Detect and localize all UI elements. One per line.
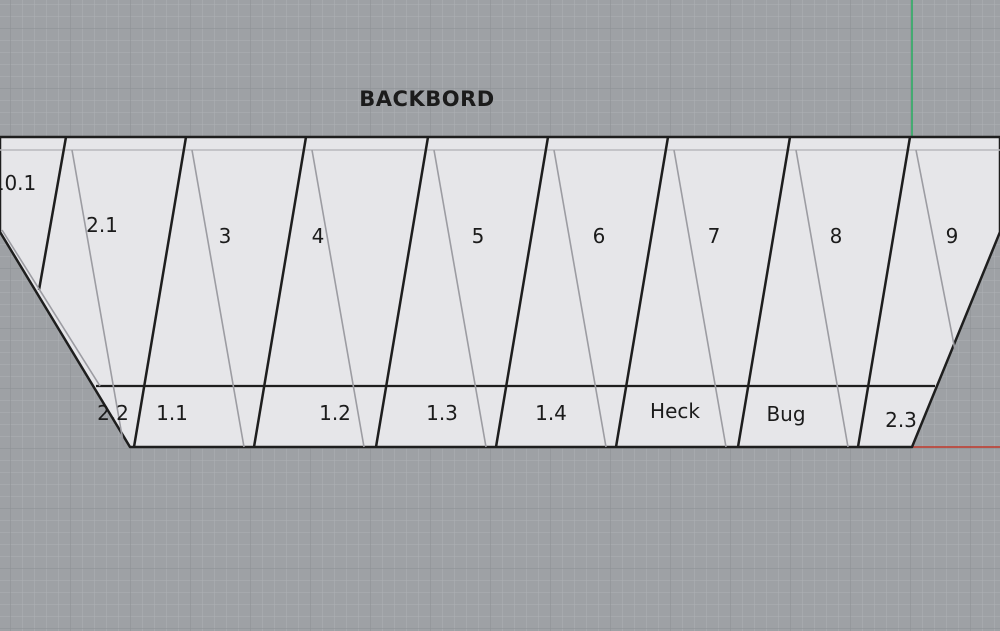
panel-label-2-2: 2.2 [97, 401, 129, 425]
panel-label-7: 7 [708, 224, 721, 248]
hull-outline[interactable] [0, 135, 1000, 449]
construction-lines [1, 149, 956, 448]
panel-label-10-1: 10.1 [0, 171, 36, 195]
panel-label-8: 8 [830, 224, 843, 248]
panel-label-bug: Bug [766, 402, 805, 426]
panel-label-9: 9 [946, 224, 959, 248]
panel-label-6: 6 [593, 224, 606, 248]
panel-label-4: 4 [312, 224, 325, 248]
bottom-panel-labels: 2.2 1.1 1.2 1.3 1.4 Heck Bug 2.3 [97, 399, 917, 432]
diagram-title: BACKBORD [359, 87, 494, 111]
panel-label-2-1: 2.1 [86, 213, 118, 237]
panel-label-2-3: 2.3 [885, 408, 917, 432]
panel-label-3: 3 [219, 224, 232, 248]
panel-label-1-2: 1.2 [319, 401, 351, 425]
panel-label-1-1: 1.1 [156, 401, 188, 425]
panel-label-1-3: 1.3 [426, 401, 458, 425]
panel-divider-lines [37, 136, 912, 448]
panel-label-1-4: 1.4 [535, 401, 567, 425]
panel-label-5: 5 [472, 224, 485, 248]
panel-label-heck: Heck [650, 399, 700, 423]
top-panel-labels: 10.1 2.1 3 4 5 6 7 8 9 [0, 171, 958, 248]
